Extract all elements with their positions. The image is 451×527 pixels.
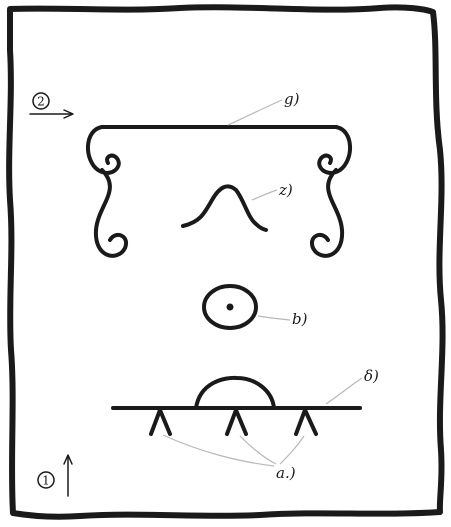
sheet-border [9, 7, 442, 516]
marker-1-number: 1 [42, 474, 50, 488]
leader-b [258, 316, 290, 320]
left-volute [88, 127, 126, 256]
leg-1 [151, 410, 170, 434]
leader-a3 [280, 436, 304, 464]
leg-3 [296, 410, 316, 434]
marker-2-number: 2 [37, 95, 45, 109]
arrow-right-icon [30, 110, 73, 118]
dotted-circle-figure [204, 286, 256, 328]
label-b: δ) [364, 367, 379, 385]
dome [196, 378, 274, 408]
leader-z [252, 190, 277, 200]
leader-a1 [163, 435, 274, 466]
base-line-figure [113, 378, 360, 434]
leader-g [228, 100, 282, 125]
marker-1: 1 [38, 455, 72, 496]
leader-a2 [240, 436, 276, 464]
arrow-up-icon [64, 455, 72, 496]
bell-curve-figure [183, 186, 266, 230]
leader-lines [163, 100, 362, 466]
marker-2: 2 [30, 93, 73, 118]
leg-2 [227, 410, 246, 434]
right-volute [312, 127, 350, 256]
label-a: a.) [276, 464, 296, 482]
label-v: b) [292, 310, 308, 328]
leader-delta [326, 378, 362, 404]
label-d: g) [284, 90, 300, 108]
label-g: z) [278, 181, 293, 199]
